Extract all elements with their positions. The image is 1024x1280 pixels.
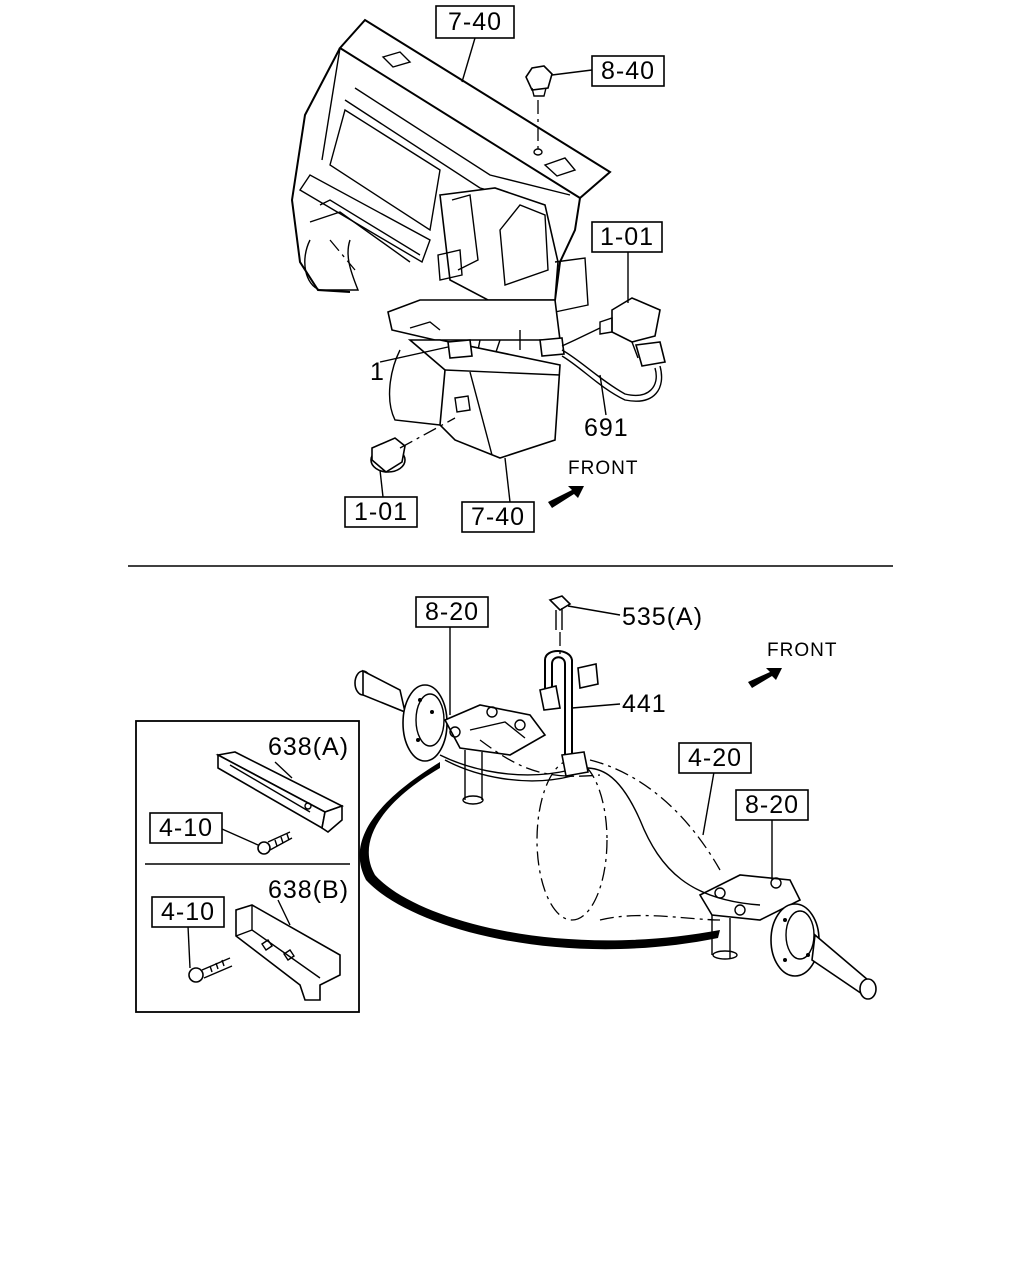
ref-1-01-right: 1-01 <box>591 221 663 253</box>
part-535a-label: 535(A) <box>622 603 703 631</box>
svg-text:1-01: 1-01 <box>600 223 654 251</box>
part-1-label: 1 <box>370 358 385 386</box>
svg-text:7-40: 7-40 <box>448 8 502 36</box>
svg-text:7-40: 7-40 <box>471 503 525 531</box>
switch-harness-691 <box>561 297 666 402</box>
inset-box <box>135 720 360 1013</box>
bottom-leaders <box>449 605 773 880</box>
bracket-638a <box>215 751 345 855</box>
top-leaders <box>379 37 629 503</box>
svg-text:8-40: 8-40 <box>601 57 655 85</box>
part-638b-label: 638(B) <box>268 876 349 904</box>
svg-text:8-20: 8-20 <box>425 598 479 626</box>
plug-part <box>370 417 456 473</box>
svg-text:1-01: 1-01 <box>354 498 408 526</box>
ref-8-20-right: 8-20 <box>735 789 809 821</box>
clip-part <box>525 65 553 156</box>
ref-1-01-bottom: 1-01 <box>344 496 418 528</box>
part-638a-label: 638(A) <box>268 733 349 761</box>
svg-text:4-10: 4-10 <box>159 814 213 842</box>
front-label-top: FRONT <box>568 458 638 479</box>
axle-assembly <box>354 669 877 1000</box>
dashboard-assembly <box>290 18 612 459</box>
svg-text:4-20: 4-20 <box>688 744 742 772</box>
bracket-441 <box>539 595 599 777</box>
ref-4-10-lower: 4-10 <box>151 896 225 928</box>
part-441-label: 441 <box>622 690 667 718</box>
ref-4-20: 4-20 <box>678 742 752 774</box>
bracket-638b <box>187 899 341 1001</box>
ref-4-10-upper: 4-10 <box>149 812 223 844</box>
ref-8-20-left: 8-20 <box>415 596 489 628</box>
front-label-bottom: FRONT <box>767 640 837 661</box>
ref-7-40-top: 7-40 <box>435 5 515 39</box>
front-arrow-bottom-icon <box>748 668 782 688</box>
ref-8-40: 8-40 <box>591 55 665 87</box>
ref-7-40-bottom: 7-40 <box>461 501 535 533</box>
svg-text:4-10: 4-10 <box>161 898 215 926</box>
front-arrow-top-icon <box>548 486 584 508</box>
part-691-label: 691 <box>584 414 629 442</box>
svg-text:8-20: 8-20 <box>745 791 799 819</box>
